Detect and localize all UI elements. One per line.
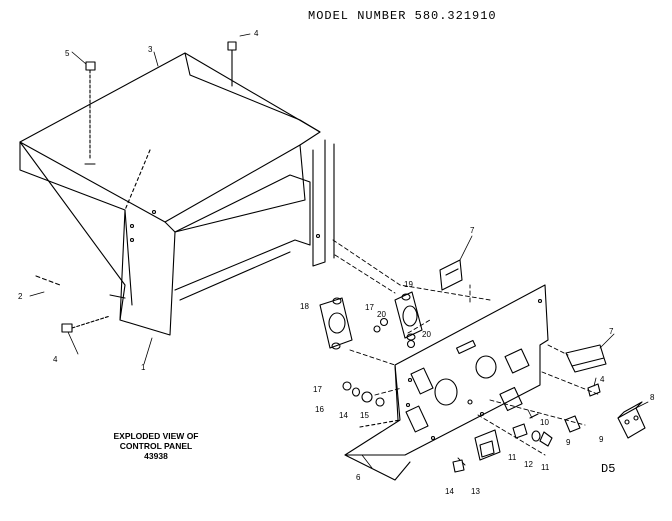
bracket-7-top xyxy=(439,259,463,291)
caption-line-2: CONTROL PANEL xyxy=(119,441,193,451)
assembly-lines xyxy=(332,239,601,466)
callout-12: 12 xyxy=(524,460,533,469)
screw-4-top xyxy=(227,41,237,87)
nut-20-right xyxy=(406,339,416,349)
receptacle-19 xyxy=(394,291,423,341)
caption-line-3: 43938 xyxy=(144,451,168,461)
callout-10: 10 xyxy=(540,418,549,427)
callout-17-left: 17 xyxy=(313,385,322,394)
callout-8: 8 xyxy=(650,393,655,402)
callout-13: 13 xyxy=(471,487,480,496)
screw-4-left xyxy=(61,315,111,333)
callout-3: 3 xyxy=(148,45,153,54)
callout-19: 19 xyxy=(404,280,413,289)
callout-5: 5 xyxy=(65,49,70,58)
screw-4-right xyxy=(587,383,601,397)
callout-4-top: 4 xyxy=(254,29,259,38)
control-panel-plate xyxy=(344,284,549,481)
terminal-block-8 xyxy=(617,401,646,439)
callout-11-right: 11 xyxy=(541,463,550,472)
callout-20-top: 20 xyxy=(377,310,386,319)
callout-4-left: 4 xyxy=(53,355,58,364)
callout-4-right: 4 xyxy=(600,375,605,384)
callout-7-top: 7 xyxy=(470,226,475,235)
washer-17-left xyxy=(373,325,381,333)
callout-20-right: 20 xyxy=(422,330,431,339)
washer-14-left xyxy=(351,387,361,397)
housing-cover xyxy=(19,52,335,336)
receptacle-18 xyxy=(319,297,353,350)
callout-2: 2 xyxy=(18,292,23,301)
screw-5 xyxy=(84,61,96,165)
callout-7-right: 7 xyxy=(609,327,614,336)
diagram-caption: EXPLODED VIEW OF CONTROL PANEL 43938 xyxy=(96,431,216,461)
nut-17 xyxy=(342,381,352,391)
callout-9-middle: 9 xyxy=(566,438,571,447)
fuse-holder-parts xyxy=(512,413,553,447)
callout-17-top: 17 xyxy=(365,303,374,312)
nut-20-left xyxy=(379,317,389,327)
callout-14-left: 14 xyxy=(339,411,348,420)
callout-16: 16 xyxy=(315,405,324,414)
switch-13 xyxy=(474,429,501,461)
caption-line-1: EXPLODED VIEW OF xyxy=(113,431,199,441)
leader-lines xyxy=(29,33,649,469)
callout-18: 18 xyxy=(300,302,309,311)
screw-14-bottom xyxy=(452,459,465,473)
callout-14-bottom: 14 xyxy=(445,487,454,496)
callout-11-left: 11 xyxy=(508,453,517,462)
figure-code: D5 xyxy=(601,462,616,476)
bushing-16-15 xyxy=(361,391,385,407)
screw-9-middle xyxy=(564,415,581,433)
bracket-7-right xyxy=(565,344,607,373)
callout-1: 1 xyxy=(141,363,146,372)
callout-6: 6 xyxy=(356,473,361,482)
callout-15: 15 xyxy=(360,411,369,420)
callout-9-right: 9 xyxy=(599,435,604,444)
model-number-title: MODEL NUMBER 580.321910 xyxy=(308,9,497,23)
